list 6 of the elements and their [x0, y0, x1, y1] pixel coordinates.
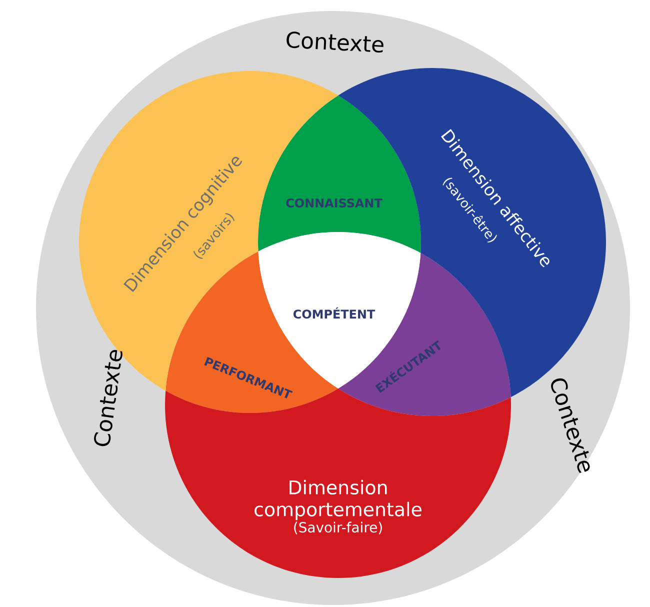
dimension-subtitle: (Savoir-faire) — [294, 522, 382, 534]
overlap-label: CONNAISSANT — [286, 198, 382, 208]
context-label: Contexte — [286, 32, 384, 53]
overlap-label: COMPÉTENT — [293, 307, 376, 319]
dimension-title: Dimension comportementale — [254, 480, 422, 520]
context-label: Contexte — [94, 350, 122, 446]
